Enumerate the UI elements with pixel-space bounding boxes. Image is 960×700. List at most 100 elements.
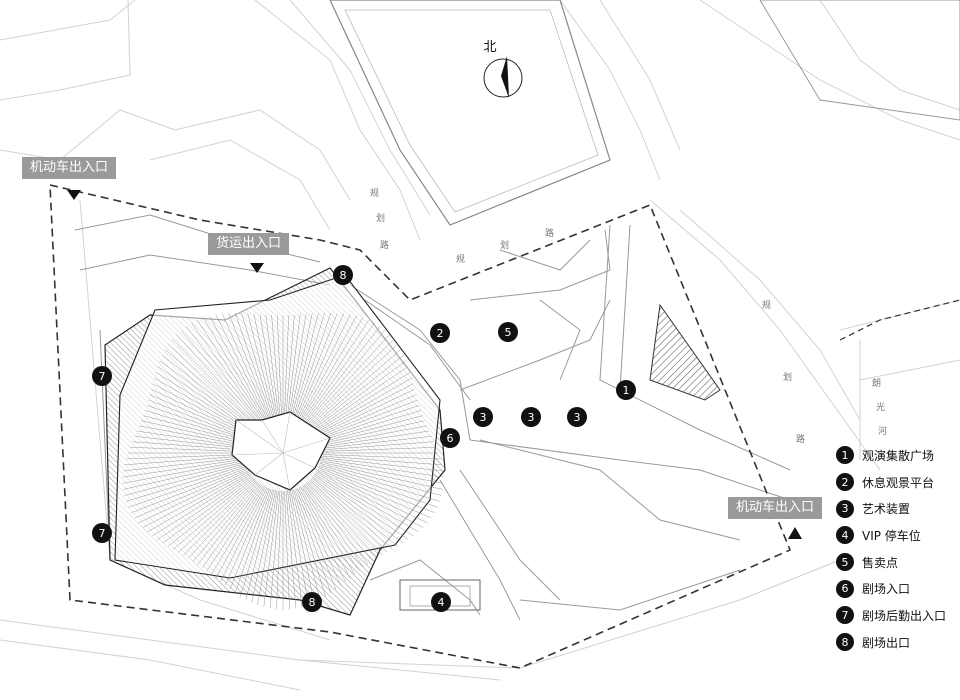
legend-item: 2 休息观景平台 (836, 469, 960, 496)
roof-ray (138, 470, 250, 524)
roof-ray (228, 313, 271, 418)
road-boundary (839, 299, 960, 341)
legend-item: 4 VIP 停车位 (836, 522, 960, 549)
roof-ray (131, 467, 248, 513)
roof-ray (320, 430, 430, 448)
legend-number: 1 (836, 446, 854, 465)
roof-ray (263, 490, 279, 608)
roof-ray (153, 377, 251, 434)
road-label: 划 (500, 241, 510, 251)
marker-7: 7 (92, 366, 112, 386)
roof-ray (316, 388, 415, 436)
roof-ray (122, 458, 246, 478)
roof-ray (310, 349, 402, 428)
roof-ray (192, 482, 260, 562)
roof-ray (240, 489, 273, 597)
roof-ray (191, 322, 263, 422)
roof-ray (317, 394, 417, 438)
roof-ray (320, 460, 444, 484)
roof-ray (297, 488, 342, 586)
roof-ray (123, 461, 247, 490)
roof-ray (139, 425, 246, 446)
gate-arrow-icon (788, 527, 802, 539)
landscape-line (479, 439, 741, 541)
roof-ray (316, 470, 428, 524)
roof-ray (224, 488, 269, 586)
roof-ray (297, 313, 345, 418)
roof-ray (185, 326, 261, 423)
roof-ray (277, 315, 282, 416)
vehicle-gate-label: 机动车出入口 (22, 157, 117, 179)
roof-ray (302, 319, 369, 421)
roof-ray (288, 490, 309, 606)
legend-item: 5 售卖点 (836, 549, 960, 576)
roof-ray (317, 468, 432, 519)
context-line (149, 139, 331, 231)
roof-ray (173, 478, 256, 550)
roof-ray (245, 489, 275, 600)
marker-4: 4 (431, 592, 451, 612)
legend-item: 8 剧场出口 (836, 629, 960, 656)
roof-ray (319, 463, 442, 496)
roof-ray (276, 490, 282, 610)
roof-ray (157, 475, 253, 540)
roof-ray (143, 415, 247, 443)
roof-ray (126, 454, 246, 460)
roof-ray (294, 489, 332, 594)
context-line (0, 0, 131, 101)
roof-ray (241, 313, 273, 417)
context-line (679, 209, 861, 421)
gate-arrow-icon (67, 190, 81, 200)
roof-ray (305, 483, 369, 565)
landscape-line (369, 559, 481, 616)
context-line (819, 0, 960, 111)
roof-ray (303, 484, 364, 568)
roof-ray (306, 482, 374, 562)
roof-ray (221, 313, 269, 418)
marker-7: 7 (92, 523, 112, 543)
roof-ray (215, 314, 268, 419)
roof-ray (130, 447, 246, 452)
roof-ray (287, 490, 303, 608)
context-line (174, 109, 351, 201)
roof-ray (308, 480, 383, 556)
roof-ray (285, 490, 297, 609)
roof-ray (319, 464, 440, 502)
vehicle-gate-label: 机动车出入口 (728, 497, 823, 519)
roof-ray (124, 463, 247, 496)
roof-ray (320, 454, 440, 460)
roof-ray (290, 490, 315, 603)
roof-ray (148, 399, 248, 439)
roof-ray (291, 489, 321, 600)
context-line (859, 359, 960, 381)
legend-number: 3 (836, 499, 854, 518)
context-line (699, 0, 960, 141)
legend-label: VIP 停车位 (862, 528, 921, 543)
legend-label: 休息观景平台 (862, 475, 935, 490)
legend-item: 7 剧场后勤出入口 (836, 602, 960, 629)
north-arrow-icon (483, 56, 523, 98)
legend-number: 7 (836, 606, 854, 625)
marker-3: 3 (521, 407, 541, 427)
roof-ray (229, 488, 271, 590)
roof-ray (301, 486, 355, 575)
roof-ray (149, 394, 249, 438)
roof-ray (146, 405, 248, 441)
neighbor-building-inner (344, 9, 599, 213)
roof-ray (265, 314, 279, 416)
roof-ray (271, 314, 281, 416)
legend-label: 剧场入口 (862, 582, 911, 597)
roof-ray (309, 479, 388, 553)
roof-ray (319, 410, 421, 442)
roof-ray (314, 372, 411, 433)
neighbor-building (329, 0, 611, 226)
roof-ray (318, 399, 418, 439)
roof-ray (124, 455, 246, 466)
road-label: 河 (878, 427, 888, 437)
roof-ray (306, 329, 386, 424)
roof-ray (307, 481, 378, 559)
roof-ray (247, 313, 275, 417)
roof-ray (234, 489, 272, 594)
roof-ray (302, 485, 360, 572)
